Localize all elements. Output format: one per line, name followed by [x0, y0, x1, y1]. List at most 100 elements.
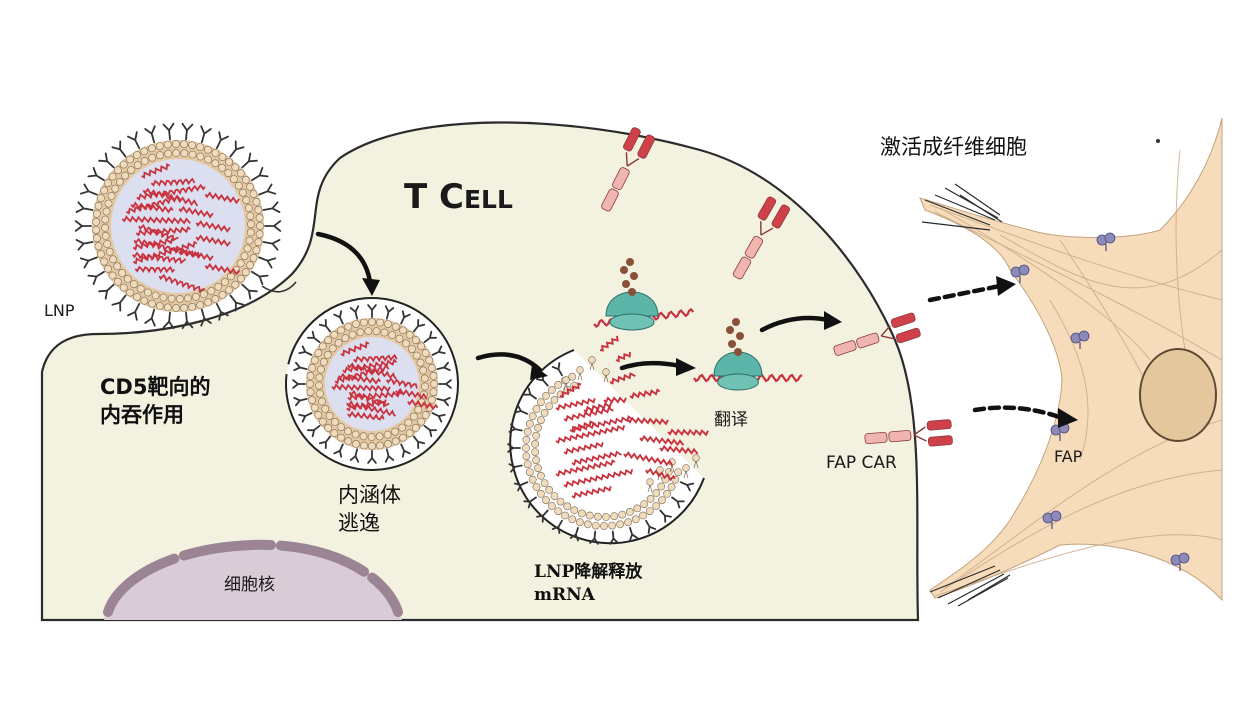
ribosomes [593, 258, 803, 391]
lnp-particle-lipid [242, 196, 251, 205]
lnp-particle-lipid [121, 171, 129, 180]
lnp-particle-lipid [164, 149, 172, 158]
degrading-lipid [545, 485, 554, 494]
lnp-particle-lipid [234, 181, 243, 190]
endosome-lipid [391, 427, 399, 436]
endosome-antibody [412, 435, 426, 449]
fap-proteins [1010, 232, 1190, 571]
label-t-cell-main: T C [404, 177, 464, 217]
lnp-particle-lipid [123, 274, 132, 283]
lnp-particle-lipid [255, 230, 264, 239]
lnp-particle-antibody [264, 220, 282, 232]
degrading-inner-mrna [563, 468, 634, 488]
endosome-antibody [384, 305, 395, 320]
lnp-particle-mrna [134, 265, 176, 274]
car-segment [890, 312, 916, 328]
endosome-lipid [368, 442, 376, 450]
lnp-particle-lipid [104, 199, 113, 208]
lnp-particle-lipid [229, 175, 238, 183]
lnp-particle-lipid [249, 253, 258, 262]
lnp-particle-lipid [97, 194, 105, 202]
degrading-antibody [536, 509, 549, 523]
lnp-particle-lipid [252, 246, 261, 255]
endosome-lipid [337, 433, 345, 442]
endosome-lipid [409, 412, 418, 421]
lnp-particle-lipid [243, 244, 252, 253]
released-mrna [559, 335, 709, 482]
lnp-particle-antibody [98, 283, 115, 300]
lipid-fragment [682, 464, 690, 472]
degrading-lipid [576, 518, 584, 527]
lnp-particle-lipid [92, 226, 100, 234]
lnp-particle-lipid [175, 295, 184, 303]
endosome-lipid [391, 322, 400, 331]
lnp-particle-lipid [256, 222, 264, 230]
car-segment [927, 435, 953, 447]
protein-chain-bead [630, 272, 638, 280]
endosome-lipid [351, 430, 360, 439]
degrading-antibody [659, 509, 672, 523]
degrading-lipid [563, 502, 572, 511]
lnp-particle-lipid [218, 290, 227, 299]
lnp-particle-lipid [236, 169, 245, 178]
lnp-particle-mrna [178, 248, 214, 262]
endosome-lipid [399, 326, 407, 335]
degrading-lipid [534, 464, 542, 473]
cell-nucleus [103, 539, 403, 620]
lnp-particle-mrna [132, 240, 198, 265]
degrading-lipid [525, 468, 534, 476]
degrading-antibody [551, 362, 563, 377]
lnp-particle-lipid [119, 283, 128, 292]
endosome-lipid [421, 411, 430, 419]
protein-chain-bead [736, 332, 744, 340]
lnp-particle-lipid [196, 143, 205, 151]
lnp-particle-lipid [211, 295, 220, 303]
lnp-particle-lipid [192, 292, 200, 301]
lnp-particle-antibody [75, 201, 94, 213]
lnp-particle-antibody [144, 308, 156, 327]
endosome-lipid [306, 371, 315, 380]
released-mrna-strand [629, 388, 661, 400]
endosome-lipid [334, 338, 343, 347]
degrading-lipid [522, 452, 531, 461]
lipid-fragment [576, 366, 584, 374]
endosome-mrna [342, 358, 398, 374]
endosome-antibody [367, 450, 377, 464]
endosome-lipid [414, 405, 423, 414]
endosome-lipid [388, 331, 397, 339]
degrading-lipid [633, 504, 642, 513]
endosome-antibody [431, 345, 446, 356]
endosome-lipid [364, 327, 373, 335]
degrading-lipid [616, 520, 625, 529]
endosome-antibody [307, 424, 321, 438]
degrading-lipid [542, 391, 550, 400]
endosome-lipid [429, 371, 438, 380]
lnp-particle-lipid [114, 166, 122, 175]
lnp-particle-antibody [262, 201, 281, 213]
lnp-particle-lipid [188, 302, 197, 311]
endosome-lipid [425, 356, 434, 365]
label-cd5-line2: 内吞作用 [100, 403, 184, 427]
endosome [285, 297, 459, 471]
lnp-particle-lipid [109, 255, 117, 264]
lnp-particle-lipid [188, 150, 197, 159]
endosome-lipid [344, 322, 353, 331]
lnp-particle-lipid [155, 301, 164, 310]
endosome-antibody [436, 361, 451, 372]
lnp-particle-lipid [127, 166, 136, 174]
endosome-lipid [429, 388, 438, 396]
released-mrna-strand [639, 434, 685, 447]
endosome-lipid [430, 380, 438, 388]
lnp-particle-lipid [126, 155, 135, 164]
label-activate-fibroblast: 激活成纤维细胞 [880, 135, 1027, 159]
endosome-lipid [407, 345, 416, 353]
endosome-mrna [331, 383, 391, 393]
lnp-particle-antibody [215, 131, 229, 149]
degrading-antibody [629, 527, 639, 542]
endosome-lipid [417, 417, 426, 426]
lnp-particle-lipid [254, 238, 263, 247]
degrading-lipid [532, 405, 541, 413]
lipid-fragment [646, 478, 654, 486]
endosome-lipid [317, 365, 325, 374]
